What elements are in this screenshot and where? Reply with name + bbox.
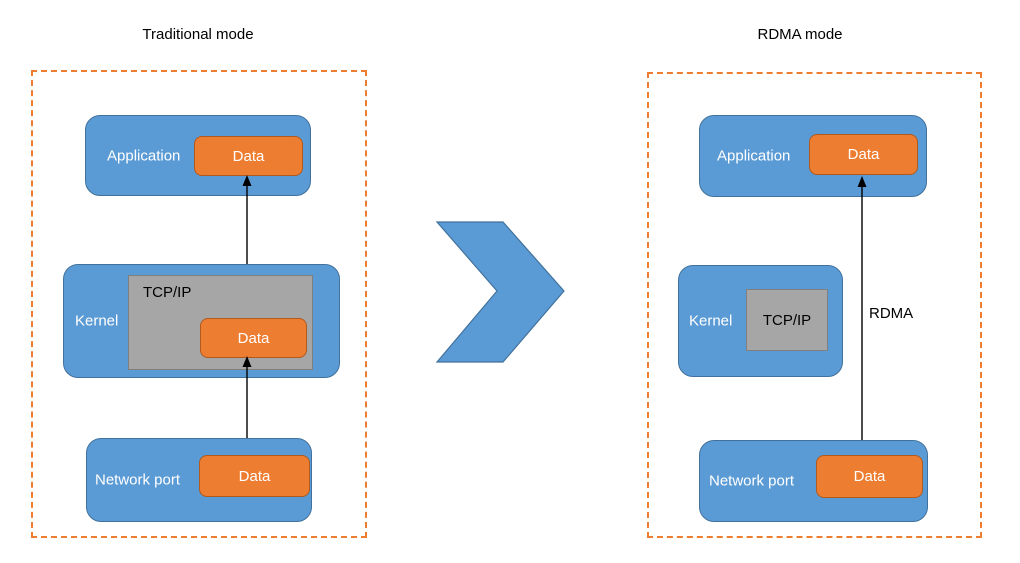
traditional-mode-panel <box>31 70 367 538</box>
rdma-mode-panel <box>647 72 982 538</box>
tcpip-label-right: TCP/IP <box>762 311 812 329</box>
rdma-arrow-label: RDMA <box>869 305 914 322</box>
data-box-kernel-left: Data <box>200 318 307 358</box>
rdma-mode-title: RDMA mode <box>757 26 843 43</box>
chevron-right-icon <box>435 221 565 363</box>
application-label-right: Application <box>717 147 791 165</box>
application-box-right: Application Data <box>699 115 927 197</box>
kernel-box-left: Kernel TCP/IP Data <box>63 264 340 378</box>
rdma-bidirectional-arrow-icon <box>857 176 867 454</box>
data-box-network-right: Data <box>816 455 923 498</box>
data-box-network-left: Data <box>199 455 310 497</box>
application-box-left: Application Data <box>85 115 311 196</box>
kernel-box-right: Kernel TCP/IP <box>678 265 843 377</box>
network-port-label-left: Network port <box>95 471 181 489</box>
tcpip-box-right: TCP/IP <box>746 289 828 351</box>
network-port-box-right: Network port Data <box>699 440 928 522</box>
network-port-box-left: Network port Data <box>86 438 312 522</box>
data-box-application-left: Data <box>194 136 303 176</box>
tcpip-label-left: TCP/IP <box>143 284 192 301</box>
network-port-label-right: Network port <box>709 472 795 490</box>
tcpip-box-left: TCP/IP Data <box>128 275 313 370</box>
traditional-mode-title: Traditional mode <box>142 26 254 43</box>
application-label-left: Application <box>107 147 181 164</box>
kernel-label-left: Kernel <box>75 312 119 330</box>
data-box-application-right: Data <box>809 134 918 175</box>
kernel-label-right: Kernel <box>689 312 733 330</box>
